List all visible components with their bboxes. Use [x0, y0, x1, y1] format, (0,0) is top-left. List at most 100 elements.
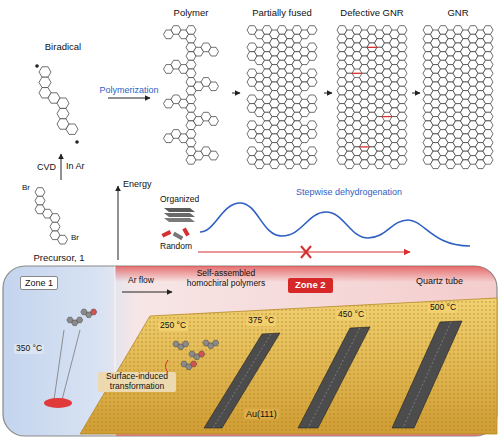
temperature-label: 500 °C: [428, 303, 458, 313]
molecule-stage: Partially fused: [240, 8, 324, 178]
state-label: Organized: [160, 195, 199, 205]
precursor-molecule: [35, 188, 68, 244]
hexagon-ring: [397, 69, 407, 78]
hexagon-ring: [307, 121, 317, 130]
molecule-stage: Defective GNR: [332, 8, 412, 178]
energy-diagram-part: [198, 251, 410, 252]
hexagon-ring: [483, 26, 493, 35]
stage-heading: GNR: [447, 8, 468, 19]
hexagon-ring: [186, 130, 196, 139]
reaction-arrow: [61, 154, 62, 180]
zone-label: Zone 1: [20, 276, 58, 290]
quartz-tube-part: [3, 266, 497, 436]
precursor-molecule-small: [203, 340, 219, 348]
ar-flow-arrow-part: [122, 292, 172, 293]
graphene-ribbon-stripes-part: [298, 327, 370, 428]
precursor-molecule-small-part: [182, 341, 188, 347]
hexagon-ring: [57, 98, 69, 108]
evaporation-source-part: [44, 398, 72, 408]
process-label: Stepwise dehydrogenation: [296, 187, 402, 197]
hexagon-ring: [186, 104, 196, 113]
hexagon-ring: [483, 43, 493, 52]
hexagon-ring: [397, 112, 407, 121]
hexagon-ring: [483, 147, 493, 156]
reaction-arrow: [232, 93, 240, 94]
temperature-label: 450 °C: [336, 310, 366, 320]
biradical-molecule: [39, 67, 78, 135]
hexagon-ring: [50, 222, 60, 231]
evaporation-source: [44, 330, 80, 408]
hexagon-ring: [209, 82, 219, 91]
energy-diagram-part: [162, 230, 172, 237]
reaction-arrow: [324, 93, 332, 94]
hexagon-ring: [186, 60, 196, 69]
stage-heading: Partially fused: [252, 8, 312, 19]
temperature-label: 375 °C: [246, 316, 276, 326]
hexagon-ring: [483, 86, 493, 95]
stage-heading: Precursor, 1: [33, 253, 84, 264]
graphene-ribbon-stripes-part: [392, 321, 462, 428]
graphene-ribbon-stripes-part: [403, 322, 451, 428]
hexagon-ring: [307, 156, 317, 165]
annotation-text: Self-assembled homochiral polymers: [178, 269, 274, 289]
temperature-label: 250 °C: [158, 321, 188, 331]
hexagon-ring: [397, 34, 407, 43]
hexagon-ring: [186, 34, 196, 43]
graphene-ribbon-stripes: [204, 321, 462, 428]
ar-flow-arrow: [122, 292, 172, 293]
precursor-molecule-small: [173, 341, 189, 349]
hexagon-ring: [483, 112, 493, 121]
atom-label: Br: [22, 183, 30, 192]
hexagon-ring: [397, 104, 407, 113]
precursor-molecule-small-part: [198, 351, 204, 357]
defect-bond: [382, 116, 392, 117]
surface-label: Au(111): [244, 409, 279, 419]
hexagon-ring: [483, 121, 493, 130]
hexagon-ring: [483, 69, 493, 78]
evaporation-source-part: [62, 330, 80, 400]
hexagon-ring: [186, 26, 196, 35]
edge-label: Polymerization: [99, 85, 158, 95]
energy-diagram-part: [301, 246, 311, 258]
hexagon-ring: [483, 60, 493, 69]
hexagon-ring: [57, 108, 69, 118]
stage-heading: Defective GNR: [340, 8, 403, 19]
hexagon-ring: [397, 130, 407, 139]
gold-surface: [80, 298, 497, 434]
precursor-molecule-small-part: [76, 317, 82, 323]
precursor-molecule-small-part: [190, 361, 196, 367]
hexagon-ring: [483, 34, 493, 43]
quartz-tube: [3, 266, 497, 436]
atom-label: Br: [71, 233, 79, 242]
hexagon-ring: [39, 67, 51, 77]
hexagon-ring: [483, 104, 493, 113]
defect-bond: [352, 73, 362, 74]
stage-heading: Biradical: [45, 42, 81, 53]
hexagon-ring: [397, 43, 407, 52]
hexagon-ring: [397, 138, 407, 147]
annotation-text: Surface-induced transformation: [98, 372, 176, 392]
hexagon-ring: [186, 69, 196, 78]
hexagon-ring: [397, 121, 407, 130]
graphene-ribbon-stripes-part: [204, 333, 280, 428]
molecule-drawings: [35, 26, 493, 374]
hexagon-ring: [39, 77, 51, 87]
hexagon-ring: [209, 117, 219, 126]
molecule-stage: Polymer: [150, 8, 232, 178]
state-label: Random: [158, 242, 194, 252]
energy-diagram: [118, 186, 470, 260]
defect-bond: [367, 47, 377, 48]
energy-diagram-part: [164, 208, 195, 212]
polymer-chain: [164, 26, 219, 165]
hexagon-ring: [483, 130, 493, 139]
hexagon-ring: [307, 104, 317, 113]
radical-dot: [35, 64, 39, 68]
hexagon-ring: [483, 95, 493, 104]
partially-fused-ribbon: [247, 26, 317, 169]
edge-label: CVD: [37, 162, 56, 172]
molecule-stage: Precursor, 1: [14, 180, 104, 264]
energy-diagram-part: [173, 232, 184, 240]
condition-text: In Ar: [66, 161, 85, 171]
